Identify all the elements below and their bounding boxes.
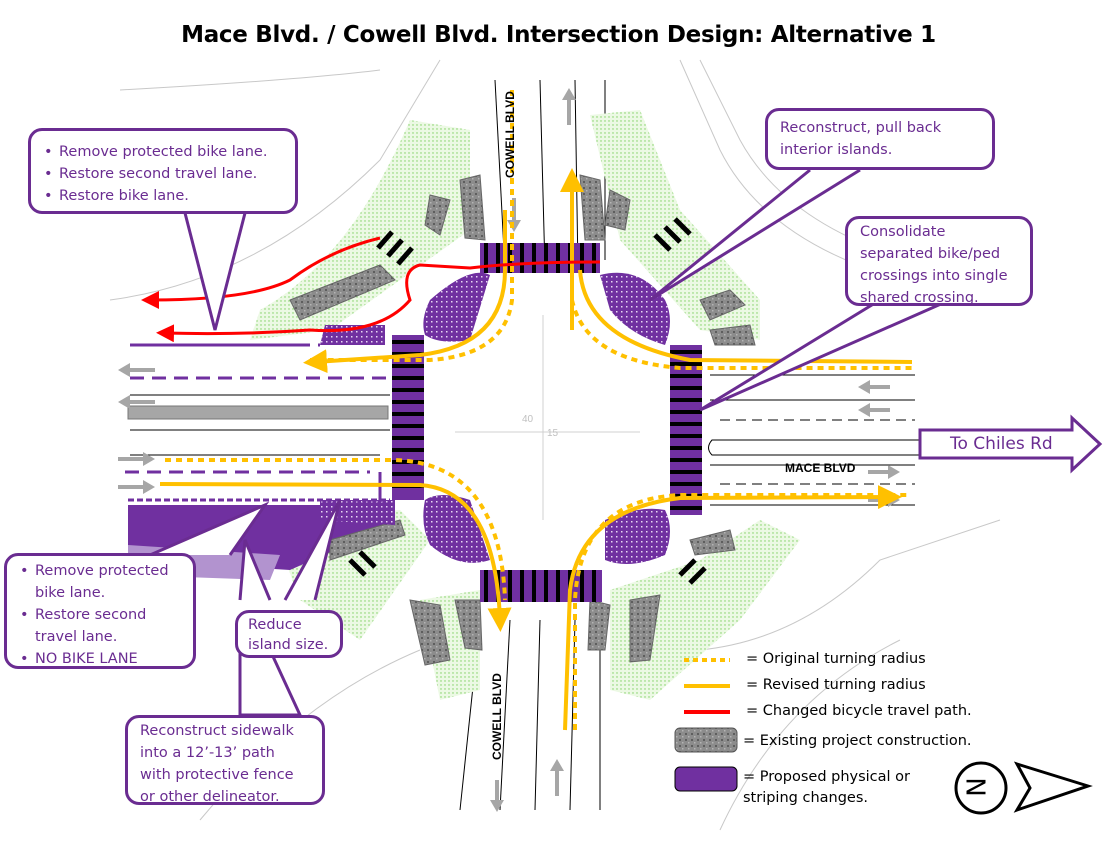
north-letter: N [962, 777, 993, 797]
callout-reduce-island: Reduce island size. [235, 610, 343, 658]
center-annotation-40: 40 [522, 414, 534, 425]
legend-gray-hatched-box [674, 727, 738, 753]
to-chiles-rd-label: To Chiles Rd [950, 434, 1053, 454]
callout-item: NO BIKE LANE [20, 648, 183, 670]
callout-item: Restore bike lane. [44, 185, 285, 207]
corner-crosswalks [348, 217, 707, 585]
changed-bike-path [141, 236, 601, 343]
revised-turning-radius-paths [159, 168, 913, 731]
purple-striping [125, 343, 390, 502]
lane-dash-lines [720, 419, 915, 485]
existing-construction-islands [289, 174, 756, 666]
legend-purple-box [674, 766, 738, 792]
legend-symbols [674, 658, 738, 792]
legend-label: = Proposed physical or [743, 769, 911, 785]
callout-leaders [149, 168, 951, 717]
callout-text: or other delineator. [140, 789, 280, 805]
callout-top-right: Reconstruct, pull back interior islands. [765, 108, 995, 170]
callout-mid-right: Consolidate separated bike/ped crossings… [845, 216, 1033, 306]
road-label-cowell-south: COWELL BLVD [490, 673, 504, 760]
callout-item: Remove protected bike lane. [20, 560, 183, 604]
callout-text: interior islands. [780, 142, 893, 158]
legend-proposed-changes: = Proposed physical or striping changes. [743, 767, 910, 809]
crosswalk-west [392, 335, 424, 500]
traffic-arrows [118, 88, 900, 812]
callout-text: with protective fence [140, 767, 294, 783]
callout-item: Restore second travel lane. [44, 163, 285, 185]
diagram-title: Mace Blvd. / Cowell Blvd. Intersection D… [181, 22, 936, 48]
callout-sidewalk: Reconstruct sidewalk into a 12’-13’ path… [125, 715, 325, 805]
legend-original-radius: = Original turning radius [746, 651, 926, 667]
center-annotation-15: 15 [547, 428, 559, 439]
road-label-mace: MACE BLVD [785, 461, 856, 475]
legend-existing-construction: = Existing project construction. [743, 733, 972, 749]
callout-text: into a 12’-13’ path [140, 745, 275, 761]
interior-islands [320, 272, 670, 564]
callout-text: crossings into single [860, 268, 1008, 284]
callout-bottom-left: Remove protected bike lane. Restore seco… [4, 553, 196, 670]
road-label-cowell-north: COWELL BLVD [503, 91, 517, 178]
median-east [708, 439, 921, 456]
landscape-areas [250, 110, 800, 700]
callout-text: Reconstruct, pull back [780, 120, 942, 136]
callout-text: separated bike/ped [860, 246, 1001, 262]
callout-text: Reconstruct sidewalk [140, 723, 294, 739]
callout-text: Consolidate [860, 224, 946, 240]
north-arrow-icon [954, 761, 1093, 815]
intersection-centerlines [455, 315, 640, 520]
legend-label: striping changes. [743, 790, 868, 806]
median-west [127, 405, 389, 420]
callout-item: Restore second travel lane. [20, 604, 183, 648]
callout-text: island size. [248, 637, 329, 653]
legend-revised-radius: = Revised turning radius [746, 677, 926, 693]
legend-bike-path: = Changed bicycle travel path. [746, 703, 972, 719]
to-chiles-rd-arrow [918, 414, 1103, 474]
crosswalk-east [670, 345, 702, 515]
callout-top-left: Remove protected bike lane. Restore seco… [28, 128, 298, 214]
callout-text: shared crossing. [860, 290, 979, 306]
crosswalk-north [480, 243, 600, 273]
callout-item: Remove protected bike lane. [44, 141, 285, 163]
callout-text: Reduce [248, 617, 302, 633]
